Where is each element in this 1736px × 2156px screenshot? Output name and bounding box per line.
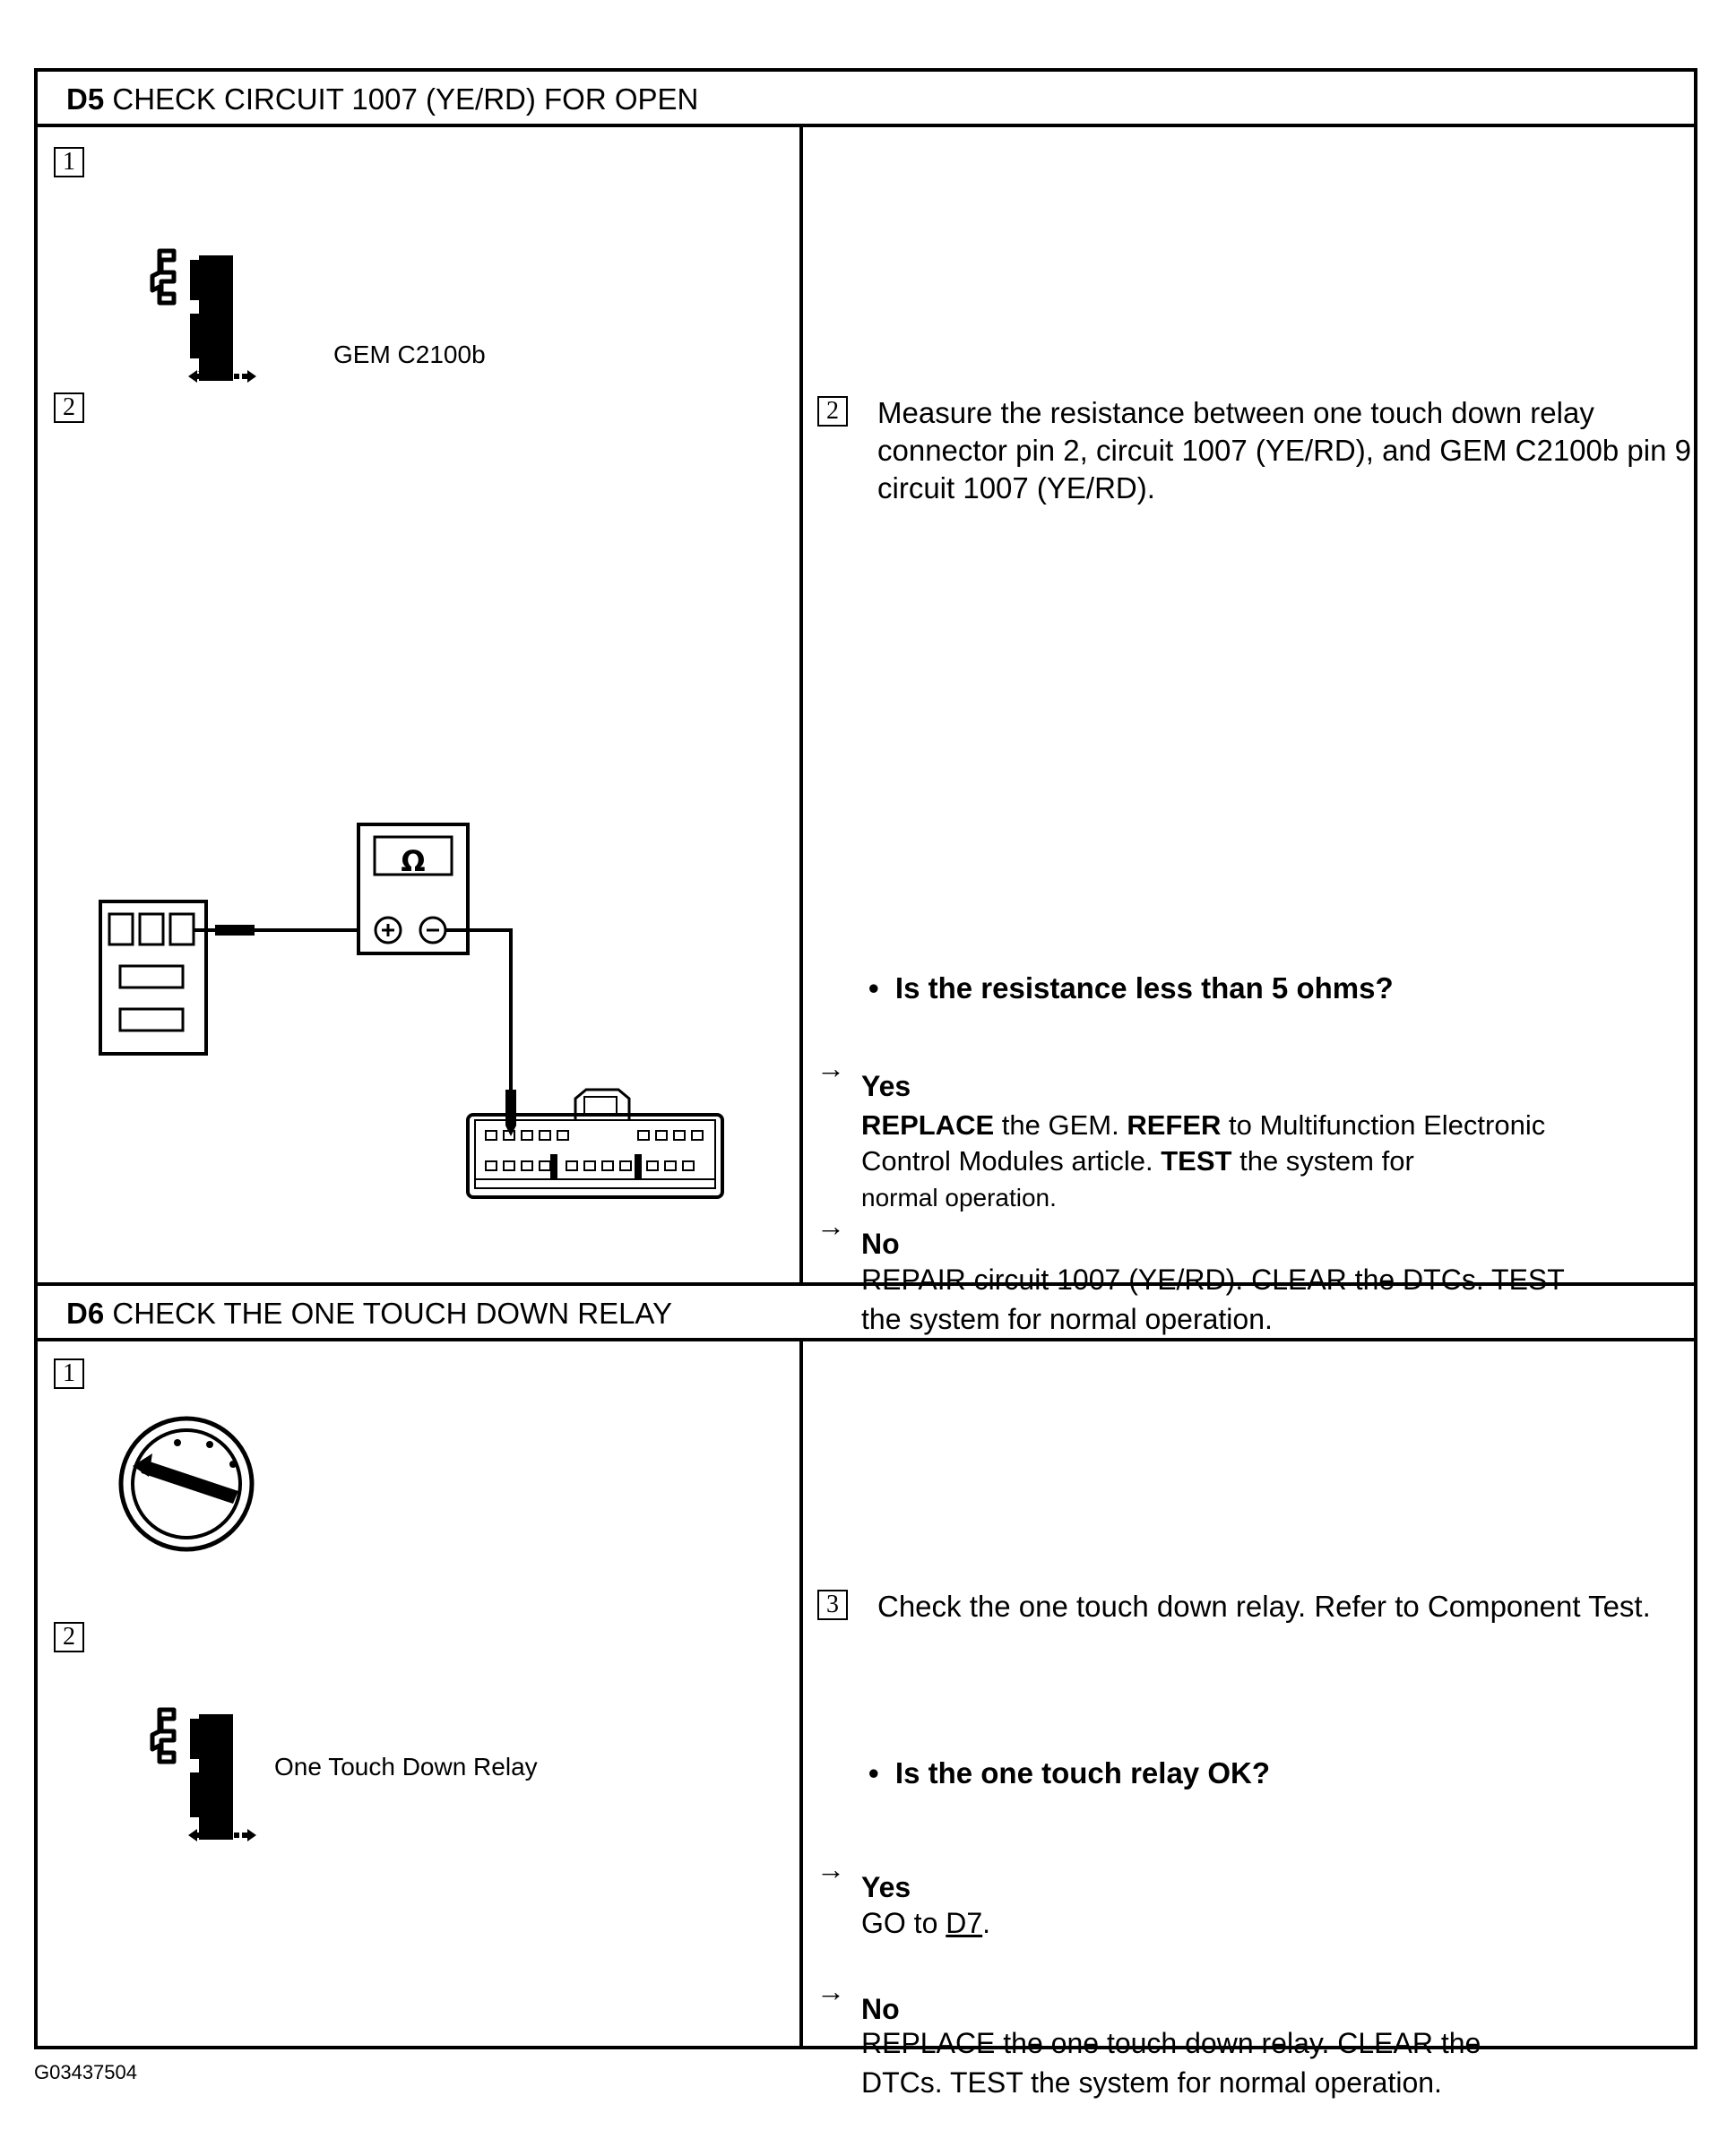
- ignition-switch-icon: [118, 1416, 255, 1552]
- ohm-symbol: Ω: [401, 844, 426, 878]
- instruction-d5: Measure the resistance between one touch…: [877, 396, 1700, 505]
- text-run: normal operation.: [861, 1184, 1057, 1212]
- arrow-icon: →: [816, 1853, 845, 1885]
- section-header-d5: D5 CHECK CIRCUIT 1007 (YE/RD) FOR OPEN: [38, 72, 1694, 127]
- question-text-d6: Is the one touch relay OK?: [894, 1756, 1270, 1789]
- text-run: GO to: [861, 1907, 946, 1939]
- step-box-d5-right: 2: [817, 396, 848, 427]
- question-text-d5: Is the resistance less than 5 ohms?: [894, 971, 1394, 1005]
- yes-result-d6: GO to D7.: [861, 1905, 990, 1941]
- action-word: TEST: [1161, 1145, 1232, 1177]
- step-box-d6-1: 1: [54, 1358, 84, 1389]
- text-run: DTCs. TEST the system for normal operati…: [861, 2066, 1442, 2099]
- no-label-d6: No: [861, 1993, 900, 2025]
- text-run: the system for normal operation.: [861, 1303, 1273, 1335]
- step-box-d6-2: 2: [54, 1622, 84, 1652]
- figure-id: G03437504: [34, 2061, 137, 2083]
- connector-disconnect-icon: [150, 1707, 256, 1841]
- bullet: •: [868, 1756, 879, 1789]
- connector-disconnect-icon: [145, 248, 256, 383]
- yes-result-d5: REPLACE the GEM. REFER to Multifunction …: [861, 1108, 1668, 1216]
- section-title-d6: CHECK THE ONE TOUCH DOWN RELAY: [112, 1297, 673, 1330]
- column-divider-d5: [799, 127, 803, 1282]
- step-box-d6-right: 3: [817, 1590, 848, 1620]
- action-word: REPLACE: [861, 1109, 995, 1141]
- question-d6: • Is the one touch relay OK?: [868, 1756, 1270, 1790]
- column-divider-d6: [799, 1341, 803, 2046]
- section-id-d6: D6: [66, 1297, 105, 1330]
- connector-caption-d5: GEM C2100b: [333, 341, 486, 368]
- instruction-d6: Check the one touch down relay. Refer to…: [877, 1590, 1651, 1623]
- arrow-icon: →: [816, 1052, 845, 1084]
- text-run: Control Modules article.: [861, 1145, 1162, 1177]
- no-result-d6: REPLACE the one touch down relay. CLEAR …: [861, 2023, 1686, 2102]
- text-run: REPLACE the one touch down relay. CLEAR …: [861, 2027, 1481, 2059]
- question-d5: • Is the resistance less than 5 ohms?: [868, 971, 1394, 1005]
- arrow-icon: →: [816, 1975, 845, 2007]
- resistance-test-diagram: [99, 823, 724, 1199]
- action-word: REFER: [1127, 1109, 1222, 1141]
- yes-label-d6: Yes: [861, 1871, 911, 1903]
- section-id-d5: D5: [66, 82, 105, 116]
- connector-caption-d6: One Touch Down Relay: [274, 1753, 538, 1781]
- section-title-d5: CHECK CIRCUIT 1007 (YE/RD) FOR OPEN: [112, 82, 699, 116]
- section-divider: [38, 1282, 1694, 1286]
- text-run: the GEM.: [994, 1109, 1127, 1141]
- text-run: REPAIR circuit 1007 (YE/RD). CLEAR the D…: [861, 1263, 1565, 1296]
- bullet: •: [868, 971, 879, 1005]
- procedure-table: D5 CHECK CIRCUIT 1007 (YE/RD) FOR OPEN 1…: [34, 68, 1699, 2099]
- no-label-d5: No: [861, 1228, 900, 1260]
- text-run: the system for: [1231, 1145, 1414, 1177]
- no-result-d5: REPAIR circuit 1007 (YE/RD). CLEAR the D…: [861, 1260, 1686, 1339]
- text-run: to Multifunction Electronic: [1221, 1109, 1546, 1141]
- arrow-icon: →: [816, 1210, 845, 1242]
- step-box-d5-2: 2: [54, 392, 84, 423]
- section-header-d6: D6 CHECK THE ONE TOUCH DOWN RELAY: [38, 1286, 1694, 1341]
- text-run: .: [982, 1907, 991, 1939]
- goto-d7-link[interactable]: D7: [946, 1907, 983, 1939]
- yes-label-d5: Yes: [861, 1070, 911, 1102]
- step-box-d5-1: 1: [54, 147, 84, 177]
